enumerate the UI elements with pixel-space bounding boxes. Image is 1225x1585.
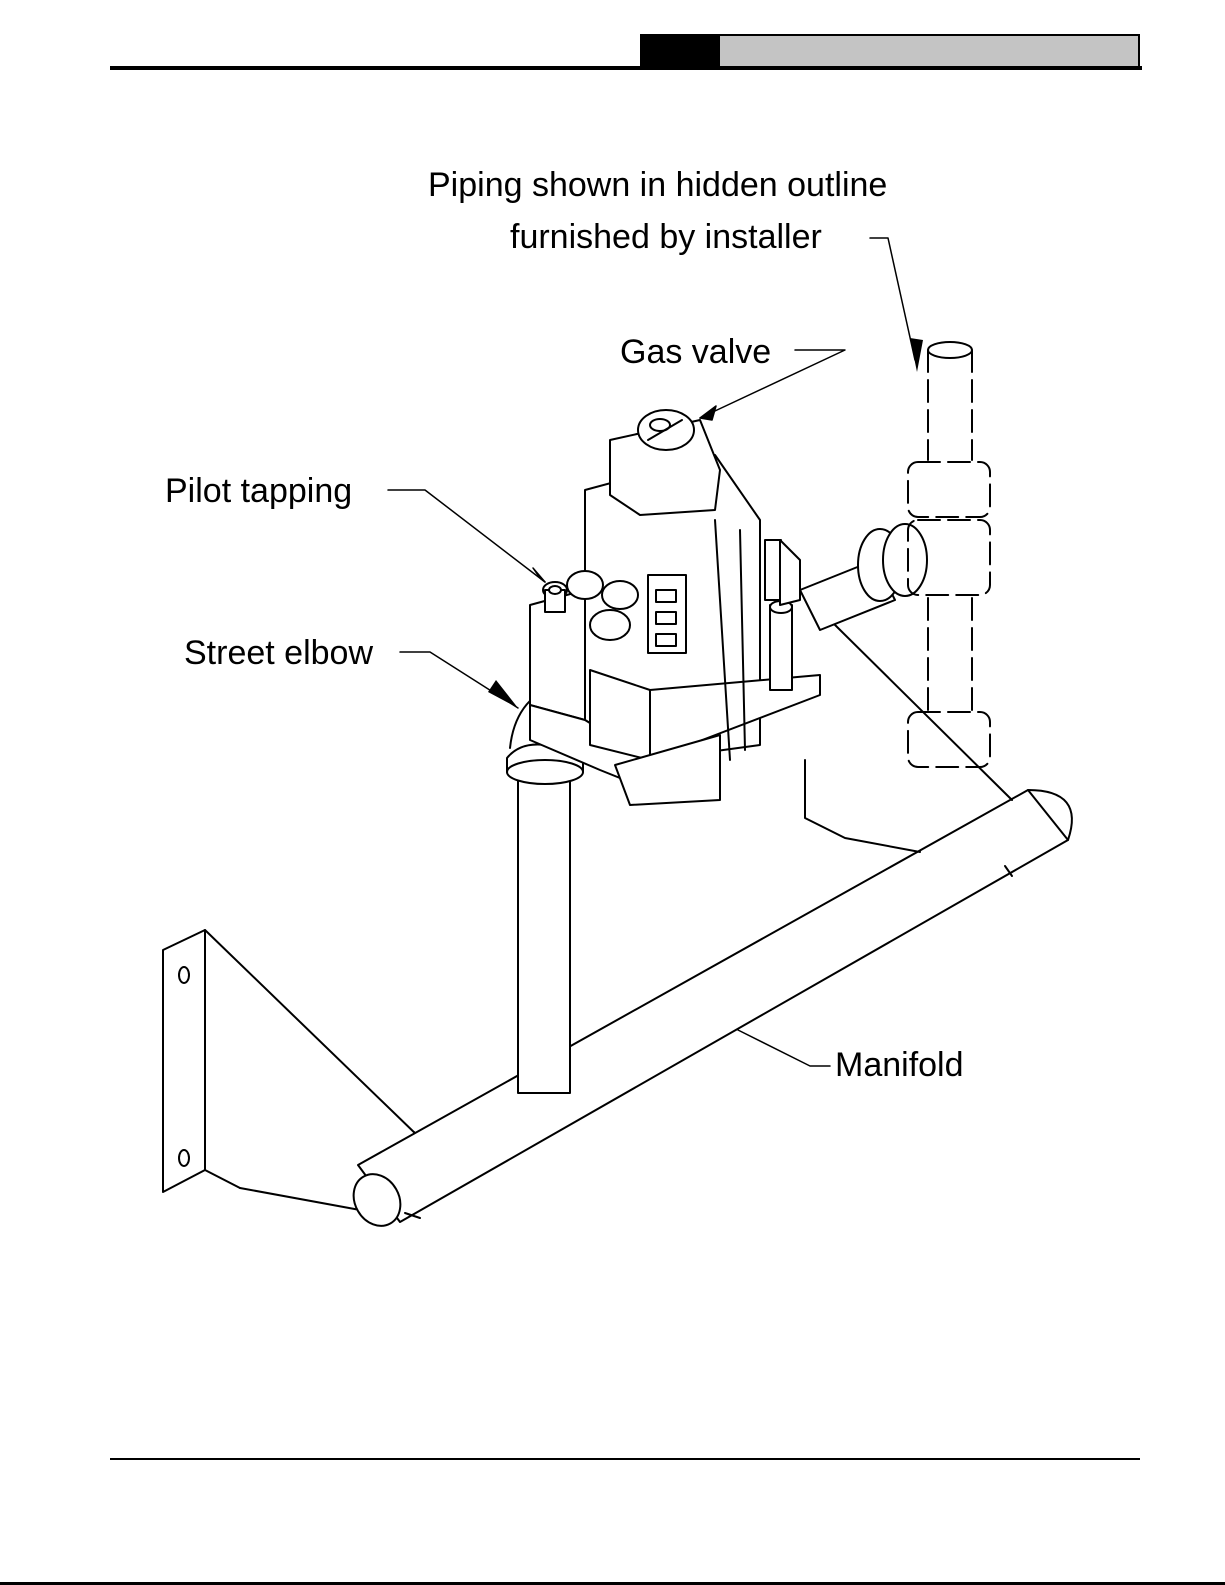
footer-rule [110,1458,1140,1460]
manifold-tube [344,790,1071,1234]
street-elbow-label: Street elbow [184,636,373,670]
riser-pipe [518,775,570,1093]
gas-valve-label: Gas valve [620,335,771,369]
pilot-tapping-label: Pilot tapping [165,474,352,508]
manifold-label: Manifold [835,1048,964,1082]
piping-label-line2: furnished by installer [510,220,822,254]
piping-label-line1: Piping shown in hidden outline [428,168,887,202]
gas-valve-body [530,410,820,805]
